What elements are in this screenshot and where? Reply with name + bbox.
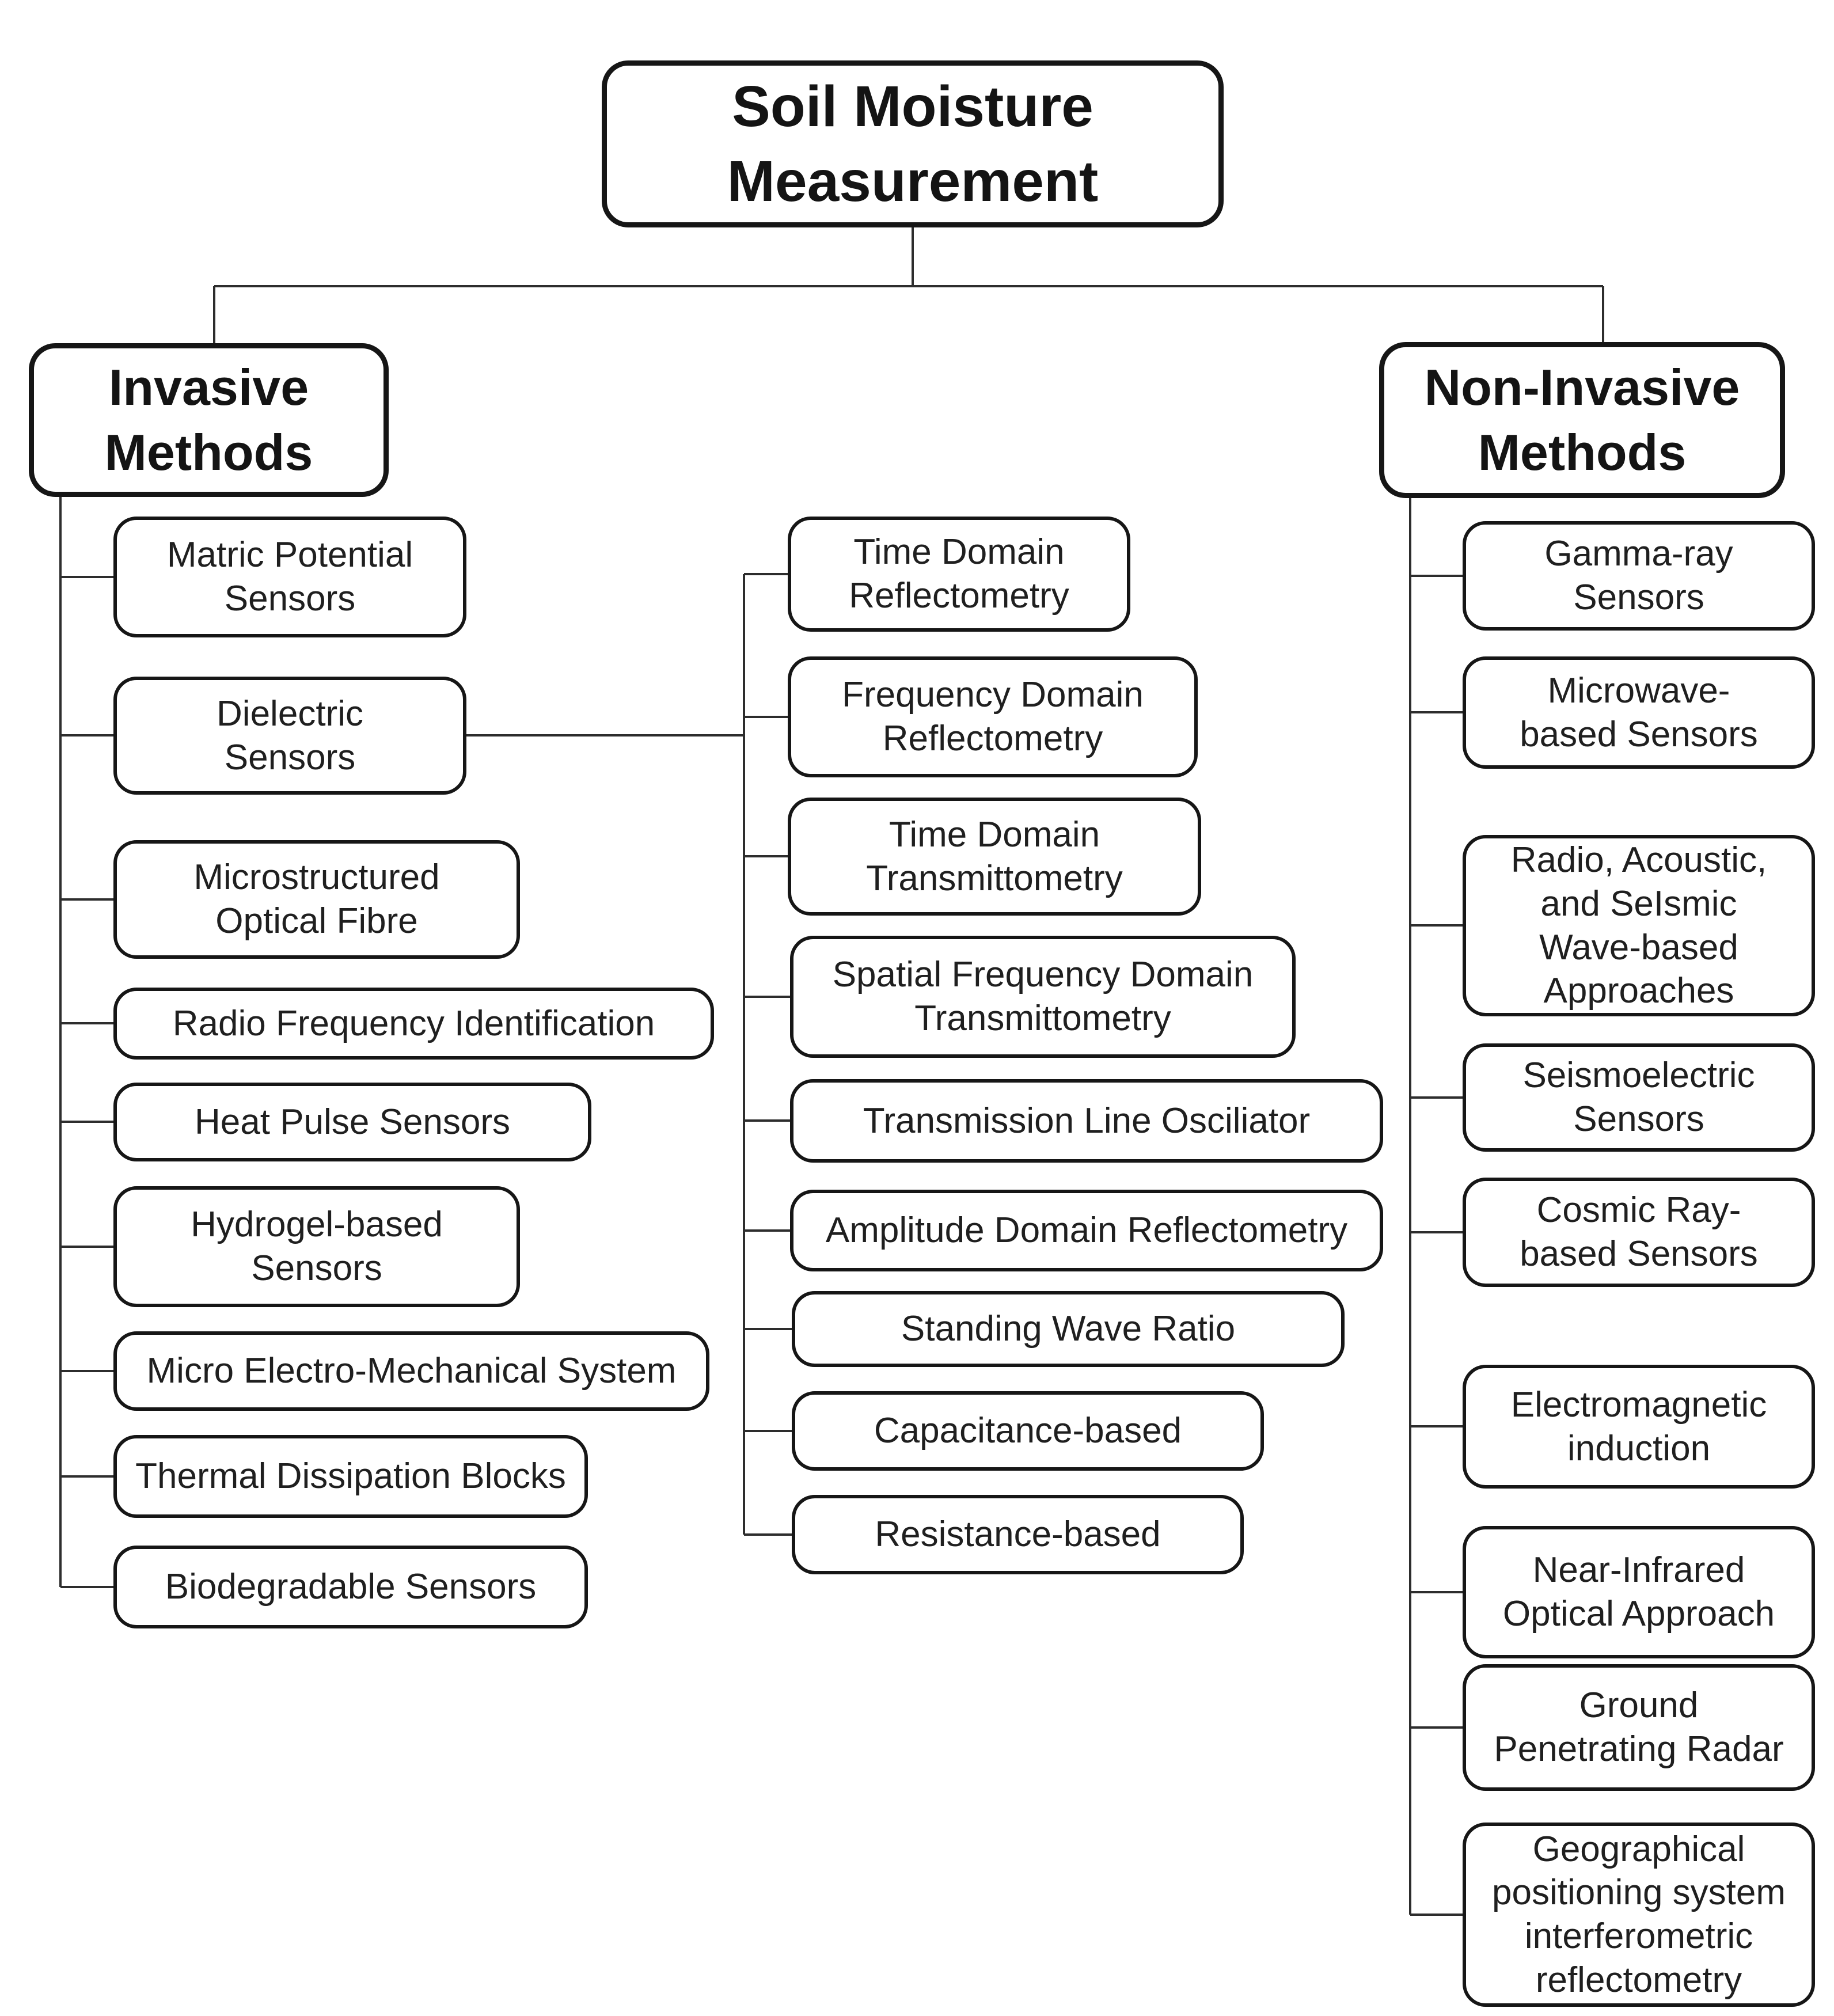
node-near-infrared-optical-approach: Near-Infrared Optical Approach — [1463, 1526, 1815, 1658]
node-amplitude-domain-reflectometry: Amplitude Domain Reflectometry — [790, 1190, 1383, 1271]
node-spatial-frequency-domain-transmittometry: Spatial Frequency Domain Transmittometry — [790, 936, 1296, 1058]
node-radio-acoustic-seismic-wave-approaches: Radio, Acoustic, and SeIsmic Wave-based … — [1463, 835, 1815, 1016]
node-seismoelectric-sensors: Seismoelectric Sensors — [1463, 1043, 1815, 1152]
node-capacitance-based: Capacitance-based — [792, 1391, 1264, 1471]
node-non-invasive-methods: Non-Invasive Methods — [1379, 342, 1785, 498]
node-electromagnetic-induction: Electromagnetic induction — [1463, 1365, 1815, 1489]
connector-dielectric-trunk — [466, 573, 792, 1536]
node-biodegradable-sensors: Biodegradable Sensors — [113, 1546, 588, 1628]
node-gamma-ray-sensors: Gamma-ray Sensors — [1463, 521, 1815, 631]
node-invasive-methods: Invasive Methods — [29, 343, 389, 497]
node-thermal-dissipation-blocks: Thermal Dissipation Blocks — [113, 1435, 588, 1518]
node-soil-moisture-measurement: Soil Moisture Measurement — [602, 60, 1224, 227]
node-frequency-domain-reflectometry: Frequency Domain Reflectometry — [788, 656, 1198, 777]
node-gps-interferometric-reflectometry: Geographical positioning system interfer… — [1463, 1823, 1815, 2007]
node-hydrogel-based-sensors: Hydrogel-based Sensors — [113, 1186, 520, 1307]
node-time-domain-reflectometry: Time Domain Reflectometry — [788, 517, 1130, 632]
node-radio-frequency-identification: Radio Frequency Identification — [113, 988, 714, 1060]
node-heat-pulse-sensors: Heat Pulse Sensors — [113, 1083, 591, 1161]
node-microstructured-optical-fibre: Microstructured Optical Fibre — [113, 840, 520, 959]
node-dielectric-sensors: Dielectric Sensors — [113, 677, 466, 795]
node-transmission-line-osciliator: Transmission Line Osciliator — [790, 1079, 1383, 1163]
node-cosmic-ray-based-sensors: Cosmic Ray- based Sensors — [1463, 1178, 1815, 1287]
connector-root — [213, 226, 1604, 343]
node-resistance-based: Resistance-based — [792, 1495, 1244, 1574]
node-micro-electro-mechanical-system: Micro Electro-Mechanical System — [113, 1331, 709, 1411]
node-standing-wave-ratio: Standing Wave Ratio — [792, 1291, 1345, 1367]
node-time-domain-transmittometry: Time Domain Transmittometry — [788, 798, 1201, 916]
node-microwave-based-sensors: Microwave- based Sensors — [1463, 656, 1815, 769]
node-ground-penetrating-radar: Ground Penetrating Radar — [1463, 1664, 1815, 1791]
node-matric-potential-sensors: Matric Potential Sensors — [113, 517, 466, 637]
connector-invasive-trunk — [59, 497, 113, 1588]
connector-noninvasive-trunk — [1409, 498, 1463, 1916]
